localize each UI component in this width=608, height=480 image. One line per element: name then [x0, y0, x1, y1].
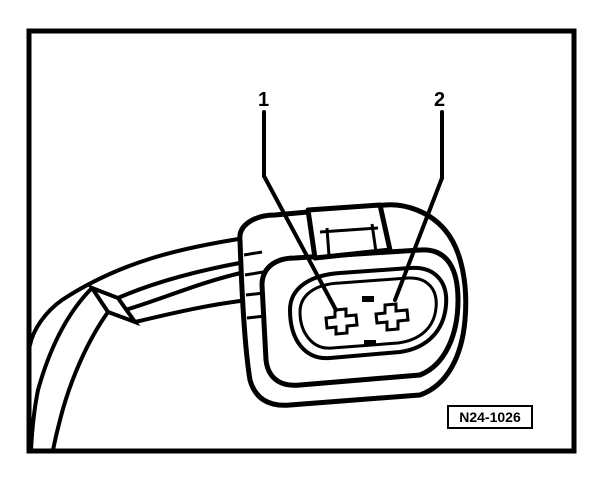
callout-2: 2 [434, 89, 446, 111]
callout-1: 1 [258, 89, 270, 111]
wire-harness [28, 236, 250, 452]
figure-frame [26, 28, 577, 454]
pin-2 [374, 302, 410, 332]
connector-housing [237, 202, 469, 408]
leader-lines [262, 110, 444, 312]
figure-code-label: N24-1026 [447, 405, 533, 429]
